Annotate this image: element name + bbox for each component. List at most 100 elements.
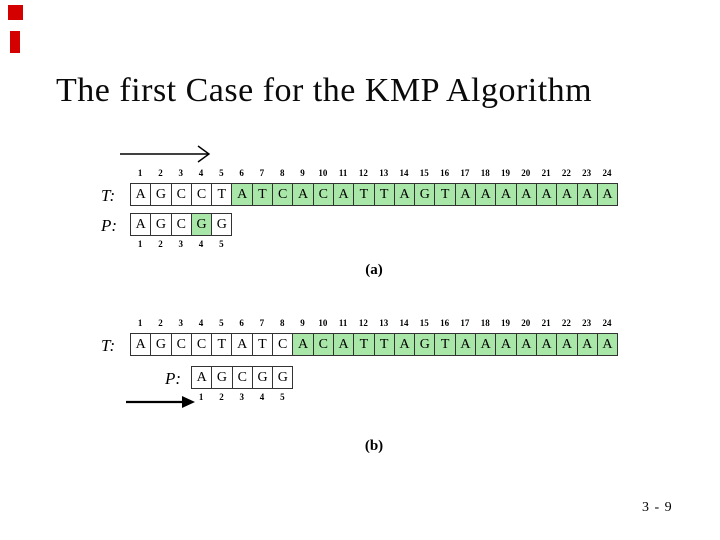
t-label-b: T:	[101, 336, 116, 355]
p-label-b: P:	[165, 369, 182, 388]
sequence-cell: T	[353, 333, 375, 356]
sequence-cell: A	[475, 183, 497, 206]
sequence-cell: A	[231, 333, 253, 356]
index-number: 19	[500, 168, 510, 178]
sequence-cell: G	[211, 213, 233, 236]
caption-a: (a)	[365, 262, 383, 278]
index-number: 23	[582, 318, 592, 328]
slide-title: The first Case for the KMP Algorithm	[56, 72, 593, 109]
shift-direction-arrow-icon	[120, 145, 211, 163]
index-number: 7	[259, 318, 265, 328]
index-number: 5	[219, 168, 224, 178]
sequence-cell: C	[170, 183, 192, 206]
index-number: 4	[198, 318, 204, 328]
sequence-cell: A	[495, 183, 517, 206]
sequence-cell: G	[251, 366, 274, 389]
sequence-cell: A	[454, 333, 477, 356]
sequence-cell: G	[272, 366, 294, 389]
sequence-cell: A	[535, 333, 558, 356]
index-number: 8	[279, 168, 285, 178]
sequence-cell: T	[211, 183, 233, 206]
index-number: 13	[379, 168, 389, 178]
sequence-cell: C	[272, 183, 294, 206]
sequence-cell: A	[130, 333, 152, 356]
index-number: 10	[318, 168, 328, 178]
index-number: 2	[158, 239, 163, 249]
index-number: 16	[440, 318, 450, 328]
index-number: 21	[541, 318, 551, 328]
sequence-cell: G	[150, 213, 172, 236]
index-number: 12	[358, 318, 368, 328]
index-number: 22	[561, 168, 571, 178]
caption-b: (b)	[364, 438, 384, 454]
sequence-cell: T	[373, 183, 395, 206]
sequence-cell: A	[535, 183, 558, 206]
index-number: 11	[338, 318, 348, 328]
sequence-cell: A	[393, 183, 416, 206]
sequence-cell: A	[454, 183, 477, 206]
sequence-cell: C	[231, 366, 253, 389]
red-corner-decoration	[8, 5, 23, 20]
index-number: 2	[158, 318, 163, 328]
sequence-cell: A	[515, 183, 537, 206]
sequence-cell: A	[292, 333, 314, 356]
page-number: 3 - 9	[642, 500, 673, 515]
index-number: 2	[219, 392, 224, 402]
sequence-cell: A	[596, 183, 619, 206]
index-number: 20	[521, 168, 531, 178]
index-number: 3	[178, 239, 183, 249]
shift-arrow-icon	[126, 396, 195, 408]
index-number: 1	[137, 318, 143, 328]
sequence-cell: G	[414, 333, 436, 356]
index-number: 5	[280, 392, 285, 402]
red-edge-decoration	[10, 31, 20, 53]
sequence-cell: T	[251, 333, 274, 356]
index-number: 4	[259, 392, 265, 402]
sequence-cell: A	[495, 333, 517, 356]
sequence-cell: C	[170, 213, 192, 236]
sequence-cell: A	[475, 333, 497, 356]
sequence-cell: A	[332, 183, 355, 206]
sequence-cell: A	[231, 183, 253, 206]
sequence-cell: A	[130, 183, 152, 206]
index-number: 13	[379, 318, 389, 328]
index-number: 24	[602, 318, 612, 328]
index-number: 24	[602, 168, 612, 178]
sequence-cell: A	[576, 183, 598, 206]
index-number: 7	[259, 168, 265, 178]
sequence-cell: A	[556, 333, 578, 356]
index-number: 4	[198, 239, 204, 249]
sequence-cell: T	[434, 333, 456, 356]
index-number: 9	[300, 168, 305, 178]
index-number: 1	[137, 168, 143, 178]
index-number: 1	[198, 392, 204, 402]
index-number: 2	[158, 168, 163, 178]
sequence-cell: T	[211, 333, 233, 356]
sequence-cell: A	[191, 366, 213, 389]
index-number: 5	[219, 318, 224, 328]
sequence-cell: C	[190, 183, 213, 206]
sequence-cell: T	[434, 183, 456, 206]
sequence-cell: G	[190, 213, 213, 236]
index-number: 6	[239, 318, 244, 328]
index-number: 23	[582, 168, 592, 178]
index-number: 20	[521, 318, 531, 328]
index-number: 19	[500, 318, 510, 328]
index-number: 3	[178, 168, 183, 178]
sequence-cell: T	[251, 183, 274, 206]
p-label-a: P:	[101, 216, 118, 235]
sequence-cell: G	[414, 183, 436, 206]
index-number: 15	[419, 168, 429, 178]
sequence-cell: A	[515, 333, 537, 356]
index-number: 22	[561, 318, 571, 328]
index-number: 8	[279, 318, 285, 328]
sequence-cell: A	[596, 333, 619, 356]
index-number: 21	[541, 168, 551, 178]
